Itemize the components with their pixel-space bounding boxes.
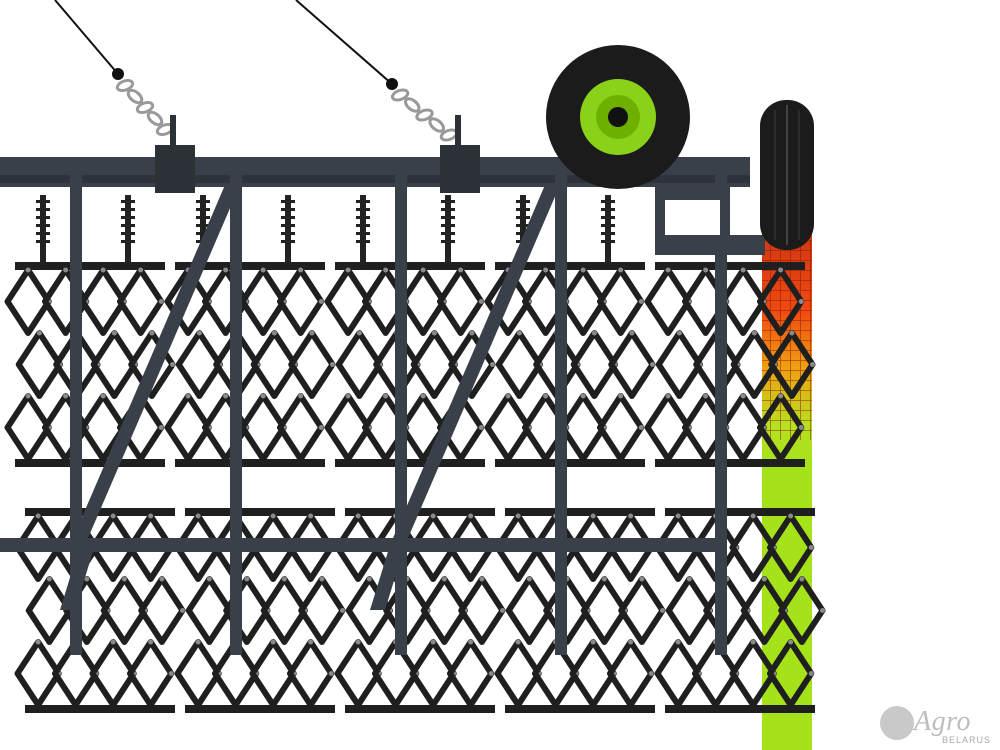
harrow-section: [174, 508, 346, 713]
transport-wheel: [546, 45, 690, 189]
side-wheel: [760, 100, 814, 250]
harrow-section: [654, 508, 826, 713]
harrow-section: [14, 508, 186, 713]
lift-chains: [54, 0, 459, 142]
